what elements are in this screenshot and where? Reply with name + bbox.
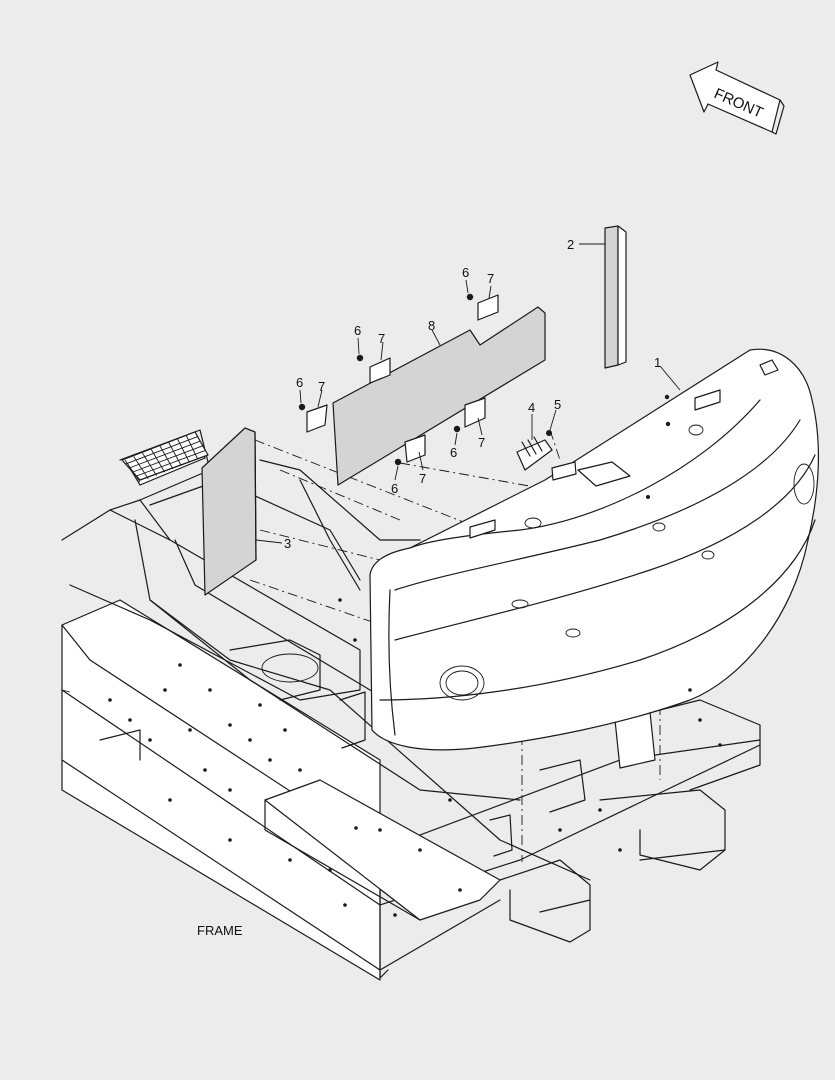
bolt-dot	[228, 838, 232, 842]
callout-7: 7	[487, 271, 494, 286]
bracket-part-4	[516, 430, 553, 471]
step-grid-line	[185, 435, 199, 460]
callout-6: 6	[391, 481, 398, 496]
callout-2: 2	[567, 237, 574, 252]
clips-and-nuts	[298, 293, 499, 466]
frame-structure	[61, 429, 761, 981]
bolt-dot	[618, 848, 622, 852]
front-arrow-icon: FRONT	[689, 61, 785, 135]
bolt-dot	[418, 848, 422, 852]
bolt-dot	[248, 738, 252, 742]
step-grid-line	[132, 445, 203, 473]
callout-6: 6	[296, 375, 303, 390]
bolt-dot	[558, 828, 562, 832]
bolt-dot	[354, 826, 358, 830]
bolt-dot	[283, 728, 287, 732]
bolt-dot	[353, 638, 357, 642]
callout-7: 7	[478, 435, 485, 450]
bolt-dot	[178, 663, 182, 667]
step-grid-line	[177, 438, 190, 463]
callout-labels: 2 1 3 4 5 6 6 6 6 6 7 7 7 7 7 8	[284, 237, 661, 551]
bolt-dot	[288, 858, 292, 862]
bolt-dot	[108, 698, 112, 702]
callout-5: 5	[554, 397, 561, 412]
frame-bolt-dots	[108, 598, 722, 917]
callout-7: 7	[419, 471, 426, 486]
plate-part-3	[201, 427, 257, 596]
callout-7: 7	[318, 379, 325, 394]
bolt-dot	[208, 688, 212, 692]
callout-6: 6	[462, 265, 469, 280]
frame-caption: FRAME	[197, 923, 243, 938]
bolt-dot	[698, 718, 702, 722]
bolt-dot	[598, 808, 602, 812]
callout-1: 1	[654, 355, 661, 370]
counterweight-part-1	[369, 348, 819, 751]
bolt-dot	[188, 728, 192, 732]
callout-7: 7	[378, 331, 385, 346]
bolt-dot	[228, 788, 232, 792]
bolt-dot	[228, 723, 232, 727]
bolt-dot	[128, 718, 132, 722]
callout-6: 6	[354, 323, 361, 338]
bolt-dot	[328, 868, 332, 872]
bolt-dot	[378, 828, 382, 832]
callout-6: 6	[450, 445, 457, 460]
step-grid-line	[125, 436, 198, 465]
step-platform	[121, 431, 209, 483]
bolt-dot	[718, 743, 722, 747]
step-grid-line	[129, 440, 201, 469]
bolt-dot	[338, 598, 342, 602]
leader-lines	[255, 243, 681, 544]
bolt-dot	[343, 903, 347, 907]
bolt-dot	[258, 703, 262, 707]
panel-part-8	[332, 306, 546, 486]
callout-8: 8	[428, 318, 435, 333]
bolt-dot	[448, 798, 452, 802]
bolt-dot	[168, 798, 172, 802]
bolt-dot	[268, 758, 272, 762]
bolt-dot	[203, 768, 207, 772]
plate-part-2	[604, 225, 627, 369]
bolt-dot	[458, 888, 462, 892]
bolt-dot	[393, 913, 397, 917]
bolt-dot	[163, 688, 167, 692]
bolt-dot	[148, 738, 152, 742]
callout-4: 4	[528, 400, 535, 415]
bolt-dot	[688, 688, 692, 692]
step-grid-line	[136, 449, 206, 477]
callout-3: 3	[284, 536, 291, 551]
bolt-dot	[298, 768, 302, 772]
